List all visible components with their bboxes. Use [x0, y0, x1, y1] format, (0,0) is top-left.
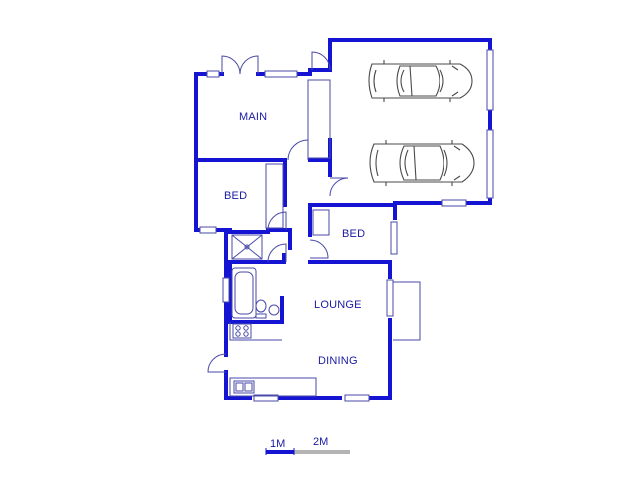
room-label-lounge: LOUNGE: [314, 299, 362, 311]
doors: [207, 51, 349, 373]
fixtures: [229, 79, 421, 397]
room-label-bed-2: BED: [342, 228, 366, 240]
room-label-bed-1: BED: [224, 190, 248, 202]
room-label-main: MAIN: [239, 111, 268, 123]
scale-label-1m: 1M: [270, 438, 286, 450]
car-top-icon: [369, 140, 475, 186]
scale-label-2m: 2M: [313, 436, 329, 448]
windows: [199, 49, 494, 402]
room-label-dining: DINING: [318, 355, 358, 367]
car-top-icon: [368, 60, 473, 102]
scale-bar: [265, 448, 350, 455]
